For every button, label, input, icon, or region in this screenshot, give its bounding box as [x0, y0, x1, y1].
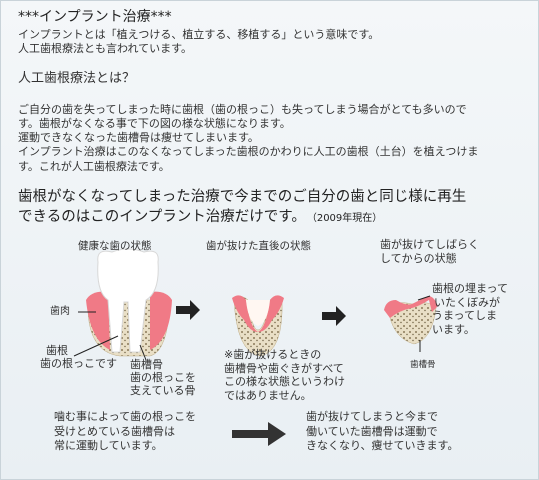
text-line: 働いていた歯槽骨は運動で: [306, 424, 438, 438]
intro-line: インプラントとは「植えつける、植立する、移植する」という意味です。: [18, 28, 380, 41]
paragraph-line: 運動できなくなった歯槽骨は痩せてしまいます。: [18, 131, 259, 144]
highlight-line: 歯根がなくなってしまった治療で今までのご自分の歯と同じ様に再生: [18, 189, 467, 205]
intro-line: 人工歯根療法とも言われています。: [18, 42, 193, 55]
label-bone2: 歯槽骨: [410, 360, 436, 370]
caption-line: してからの状態: [380, 252, 457, 265]
healed-bone-illustration: [384, 295, 438, 352]
caption-later: 歯が抜けてしばらく してからの状態: [380, 238, 479, 266]
right-arrow-icon: [232, 422, 286, 446]
right-arrow-icon: [176, 300, 200, 320]
caption-line: 歯が抜けてしばらく: [380, 238, 479, 251]
caption-healthy: 健康な歯の状態: [78, 240, 152, 252]
label-line: 歯根: [46, 344, 68, 357]
label-gum: 歯肉: [50, 306, 70, 317]
text-line: 常に運動しています。: [54, 439, 163, 452]
footnote-line: ではありません。: [224, 388, 312, 402]
text-line: きなくなり、痩せていきます。: [306, 439, 459, 452]
label-line: 支えている骨: [130, 384, 196, 397]
highlight-text: できるのはこのインプラント治療だけです。: [18, 209, 306, 225]
caption-extracted: 歯が抜けた直後の状態: [206, 240, 311, 252]
section-heading: 人工歯根療法とは？: [18, 71, 136, 86]
label-line: 歯の根っこを: [130, 371, 196, 384]
page-title: ***インプラント治療***: [18, 9, 172, 25]
paragraph-line: す。歯根がなくなる事で下の図の様な状態になります。: [18, 117, 291, 130]
extracted-socket-illustration: [232, 295, 284, 357]
bottom-right-text: 歯が抜けてしまうと今まで 働いていた歯槽骨は運動で きなくなり、痩せていきます。: [306, 410, 458, 454]
footnote-line: 歯槽骨や歯ぐきがすべて: [224, 361, 344, 375]
paragraph-line: ご自分の歯を失ってしまった時に歯根（歯の根っこ）も失ってしまう場合がとても多いの…: [18, 103, 467, 116]
label-line: 歯根の埋まって: [432, 282, 509, 295]
text-line: 噛む事によって歯の根っこを: [54, 410, 197, 423]
paragraph-line: インプラント治療はこのなくなってしまった歯根のかわりに人工の歯根（土台）を植えつ…: [18, 145, 479, 158]
label-line: 歯槽骨: [130, 358, 163, 371]
footnote-line: この様な状態というわけ: [224, 375, 345, 388]
highlight-line: できるのはこのインプラント治療だけです。 （2009年現在）: [18, 208, 382, 226]
date-note: （2009年現在）: [311, 213, 383, 224]
label-root: 歯根 歯の根っこです: [40, 344, 117, 370]
text-line: 受けとめている歯槽骨は: [54, 424, 175, 438]
label-line: いたくぼみが: [434, 295, 500, 309]
text-line: 歯が抜けてしまうと今まで: [306, 410, 438, 423]
healthy-tooth-illustration: [73, 248, 172, 361]
label-line: うまってしま: [432, 309, 498, 322]
label-bone: 歯槽骨 歯の根っこを 支えている骨: [130, 358, 196, 397]
label-line: 歯の根っこです: [40, 357, 117, 370]
footnote: ※歯が抜けるときの 歯槽骨や歯ぐきがすべて この様な状態というわけ ではありませ…: [224, 348, 345, 402]
label-line: います。: [432, 322, 475, 336]
right-arrow-icon: [322, 306, 346, 326]
label-filled: 歯根の埋まって いたくぼみが うまってしま います。: [432, 282, 508, 336]
paragraph-line: す。これが人工歯根療法です。: [18, 160, 170, 173]
bottom-left-text: 噛む事によって歯の根っこを 受けとめている歯槽骨は 常に運動しています。: [54, 410, 196, 454]
footnote-line: ※歯が抜けるときの: [224, 348, 322, 361]
